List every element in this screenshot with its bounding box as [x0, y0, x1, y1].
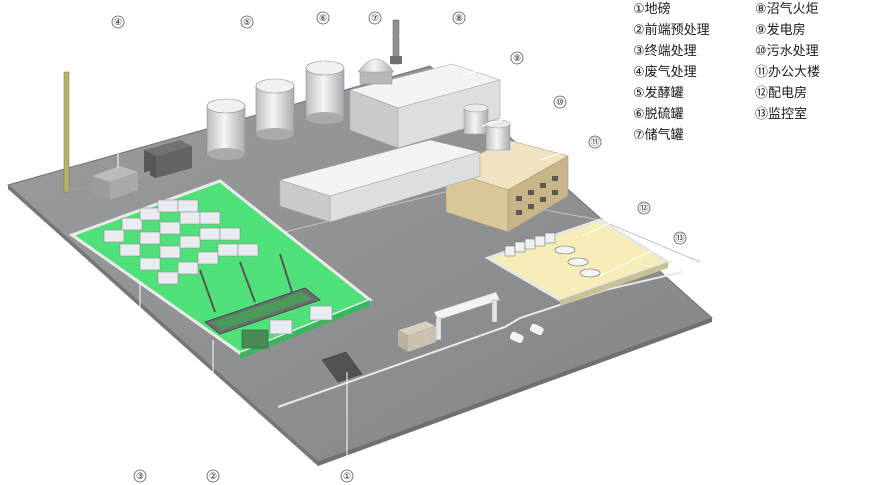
legend-item-9: ⑨发电房 [755, 23, 806, 38]
boundary-wall [277, 271, 683, 408]
weighbridge [321, 351, 363, 383]
callout-markers: ① ② ③ ④ ⑤ ⑥ ⑦ ⑧ ⑨ ⑩ ⑪ ⑫ ⑬ [111, 11, 687, 483]
gas-holder [357, 58, 395, 85]
legend-item-3: ③终端处理 [633, 44, 697, 59]
marker-11: ⑪ [590, 137, 599, 148]
marker-8: ⑧ [455, 14, 463, 24]
ground-edge-left [8, 185, 318, 466]
entrance-gate [397, 291, 501, 352]
legend-item-13: ⑬监控室 [755, 107, 808, 122]
marker-10: ⑩ [556, 98, 564, 108]
exhaust-treatment [63, 71, 192, 200]
marker-9: ⑨ [513, 54, 521, 64]
marker-12: ⑫ [639, 203, 648, 214]
legend-item-1: ①地磅 [633, 2, 671, 17]
pretreatment-line [199, 253, 333, 349]
sewage-treatment-hall [278, 139, 482, 223]
green-zone-edge [240, 300, 370, 359]
marker-1: ① [343, 472, 351, 482]
small-tanks [463, 103, 511, 151]
legend-item-7: ⑦储气罐 [633, 128, 684, 143]
marker-3: ③ [136, 472, 144, 482]
terminal-units [103, 199, 259, 285]
legend: ①地磅 ②前端预处理 ③终端处理 ④废气处理 ⑤发酵罐 ⑥脱硫罐 ⑦储气罐 ⑧沼… [633, 0, 879, 160]
legend-item-10: ⑩污水处理 [755, 44, 819, 59]
ground-edge [318, 318, 712, 466]
monitor-desks [554, 245, 601, 278]
marker-2: ② [209, 472, 217, 482]
legend-item-12: ⑫配电房 [755, 86, 808, 101]
callout-lines [117, 19, 675, 468]
marker-13: ⑬ [675, 233, 684, 244]
electrical-cabinets [504, 232, 556, 257]
legend-item-11: ⑪办公大楼 [755, 65, 821, 80]
marker-6: ⑥ [319, 14, 327, 24]
legend-item-8: ⑧沼气火炬 [755, 2, 819, 17]
fermentation-tanks [206, 60, 345, 160]
legend-item-2: ②前端预处理 [633, 23, 710, 38]
marker-7: ⑦ [371, 14, 379, 24]
legend-item-4: ④废气处理 [633, 65, 697, 80]
power-house [348, 63, 502, 149]
control-zone-edge [560, 262, 668, 306]
cars [509, 323, 545, 344]
flare-stack [390, 19, 402, 65]
marker-4: ④ [114, 18, 122, 28]
office-building [445, 139, 569, 233]
marker-5: ⑤ [243, 18, 251, 28]
legend-item-5: ⑤发酵罐 [633, 86, 684, 101]
legend-item-6: ⑥脱硫罐 [633, 107, 684, 122]
